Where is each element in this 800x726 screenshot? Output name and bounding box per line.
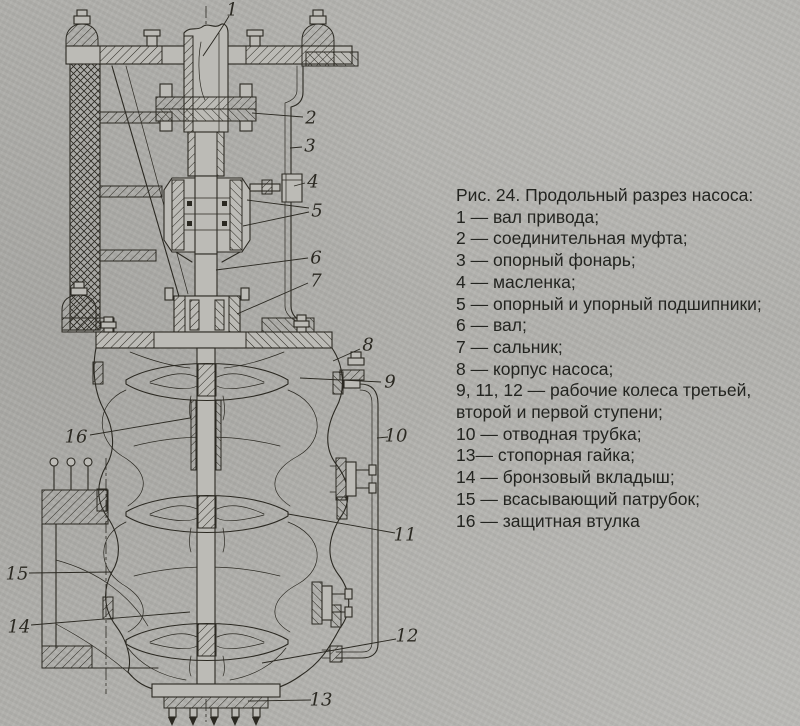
legend-item-1: 1 — вал привода; xyxy=(456,206,600,227)
legend-item-4: 4 — масленка; xyxy=(456,271,576,292)
legend-item-8: 8 — корпус насоса; xyxy=(456,358,614,379)
protective-sleeve xyxy=(190,399,197,471)
caption-title: Рис. 24. Продольный разрез насоса: xyxy=(456,185,754,205)
legend-item-9-11-12: 9, 11, 12 — рабочие колеса третьей, втор… xyxy=(456,380,752,423)
callout-9: 9 xyxy=(384,371,396,393)
callout-13: 13 xyxy=(309,689,333,711)
figure-caption: Рис. 24. Продольный разрез насоса: 1 — в… xyxy=(456,185,788,532)
callout-5: 5 xyxy=(311,200,323,222)
legend-item-5: 5 — опорный и упорный подшипники; xyxy=(456,293,762,314)
legend-item-14: 14 — бронзовый вкладыш; xyxy=(456,467,675,488)
legend-item-6: 6 — вал; xyxy=(456,315,527,336)
callout-7: 7 xyxy=(310,270,322,292)
bottom-studs xyxy=(168,707,261,726)
callout-2: 2 xyxy=(305,107,317,129)
callout-16: 16 xyxy=(64,426,88,448)
callout-14: 14 xyxy=(7,616,31,638)
legend-item-3: 3 — опорный фонарь; xyxy=(456,250,636,271)
callout-3: 3 xyxy=(304,135,316,157)
impeller-third-stage xyxy=(125,362,289,421)
callout-12: 12 xyxy=(395,625,419,647)
callout-1: 1 xyxy=(226,0,238,21)
drive-shaft-and-coupling xyxy=(155,23,257,177)
callout-6: 6 xyxy=(310,247,322,269)
pump-cross-section-drawing xyxy=(28,6,397,726)
suction-branch xyxy=(41,457,159,694)
impeller-second-stage xyxy=(125,494,289,553)
oiler xyxy=(249,173,303,203)
callout-8: 8 xyxy=(362,334,374,356)
legend-item-16: 16 — защитная втулка xyxy=(456,510,640,531)
plate-bolts xyxy=(143,29,264,47)
legend-item-15: 15 — всасывающий патрубок; xyxy=(456,488,700,509)
pump-casing xyxy=(92,347,350,692)
bearing-assembly xyxy=(163,173,303,263)
callout-10: 10 xyxy=(384,425,408,447)
legend-item-10: 10 — отводная трубка; xyxy=(456,423,642,444)
callout-11: 11 xyxy=(393,524,417,546)
callout-15: 15 xyxy=(5,563,29,585)
callout-4: 4 xyxy=(307,171,319,193)
legend-item-2: 2 — соединительная муфта; xyxy=(456,228,688,249)
leader-lines xyxy=(28,15,397,702)
legend-item-7: 7 — сальник; xyxy=(456,336,563,357)
legend-item-13: 13— стопорная гайка; xyxy=(456,445,635,466)
shaft xyxy=(194,253,218,297)
impeller-first-stage xyxy=(125,622,289,677)
bottom-cap xyxy=(151,683,281,726)
casing-fittings xyxy=(311,457,377,625)
